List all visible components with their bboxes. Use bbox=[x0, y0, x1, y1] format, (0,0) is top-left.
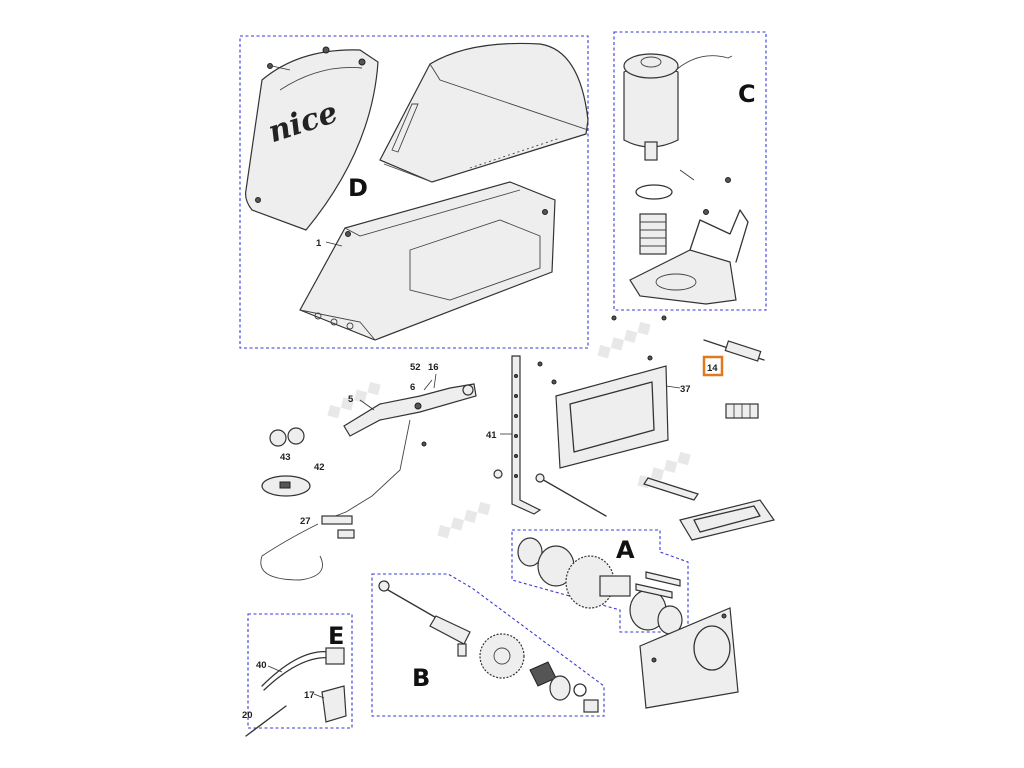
group-c-box bbox=[613, 31, 767, 311]
group-b-box bbox=[371, 573, 605, 717]
front-cover: nice bbox=[245, 46, 379, 231]
flange-plate bbox=[639, 607, 739, 709]
group-c-letter: C bbox=[738, 80, 756, 108]
group-d-letter: D bbox=[348, 174, 368, 202]
callout-20: 20 bbox=[242, 710, 253, 721]
release-key-plate bbox=[261, 475, 311, 497]
screw bbox=[611, 315, 617, 321]
motor-bracket bbox=[629, 169, 749, 305]
electric-motor bbox=[623, 53, 733, 161]
release-cable bbox=[329, 419, 411, 519]
screw bbox=[661, 315, 667, 321]
callout-42: 42 bbox=[314, 462, 325, 473]
callout-27: 27 bbox=[300, 516, 311, 527]
svg-text:B: B bbox=[412, 664, 430, 692]
nut bbox=[493, 469, 503, 479]
seal-gasket bbox=[555, 365, 669, 469]
callout-40: 40 bbox=[256, 660, 267, 671]
callout-6: 6 bbox=[410, 382, 415, 393]
pinion-shaft bbox=[378, 580, 471, 657]
worm-shaft bbox=[639, 213, 667, 255]
output-shaft bbox=[517, 537, 683, 635]
callout-41: 41 bbox=[486, 430, 497, 441]
wiring-harness bbox=[261, 647, 345, 691]
knob-caps bbox=[269, 427, 305, 447]
callout-14: 14 bbox=[707, 363, 718, 374]
cable-terminal bbox=[321, 515, 355, 539]
svg-text:C: C bbox=[738, 80, 756, 108]
callout-52: 52 bbox=[410, 362, 421, 373]
svg-text:E: E bbox=[328, 622, 344, 650]
coupling-parts bbox=[529, 661, 599, 713]
spare-pin bbox=[703, 339, 765, 362]
callout-37: 37 bbox=[680, 384, 691, 395]
group-a-letter: A bbox=[616, 536, 635, 564]
drive-gear bbox=[479, 633, 525, 679]
gearbox-housing bbox=[299, 181, 556, 341]
callout-1: 1 bbox=[316, 238, 322, 249]
highlight-14 bbox=[702, 355, 724, 377]
screw bbox=[551, 379, 557, 385]
nut bbox=[535, 473, 545, 483]
shim-strip bbox=[643, 477, 699, 501]
long-bolt bbox=[539, 477, 607, 517]
release-lever-assembly bbox=[343, 373, 477, 437]
svg-text:◆◆◆◆: ◆◆◆◆ bbox=[431, 492, 497, 544]
callout-5: 5 bbox=[348, 394, 354, 405]
group-e-letter: E bbox=[328, 622, 344, 650]
group-b-letter: B bbox=[412, 664, 430, 692]
svg-text:◆◆◆◆: ◆◆◆◆ bbox=[591, 312, 657, 364]
terminal-block bbox=[725, 403, 759, 419]
callout-17: 17 bbox=[304, 690, 315, 701]
key-2 bbox=[635, 583, 673, 599]
svg-text:A: A bbox=[616, 536, 635, 564]
callout-16: 16 bbox=[428, 362, 439, 373]
screw bbox=[647, 355, 653, 361]
screw bbox=[537, 361, 543, 367]
group-e-box bbox=[247, 613, 353, 729]
mounting-bracket bbox=[511, 355, 542, 515]
key-1 bbox=[645, 571, 681, 587]
svg-text:D: D bbox=[348, 174, 368, 202]
callout-43: 43 bbox=[280, 452, 291, 463]
screw bbox=[421, 441, 427, 447]
connector-clip bbox=[321, 685, 347, 723]
cable-loop bbox=[260, 523, 323, 581]
o-ring bbox=[635, 184, 673, 200]
threaded-rod bbox=[245, 705, 287, 737]
rubber-seal bbox=[679, 499, 775, 541]
top-cover bbox=[379, 42, 589, 183]
